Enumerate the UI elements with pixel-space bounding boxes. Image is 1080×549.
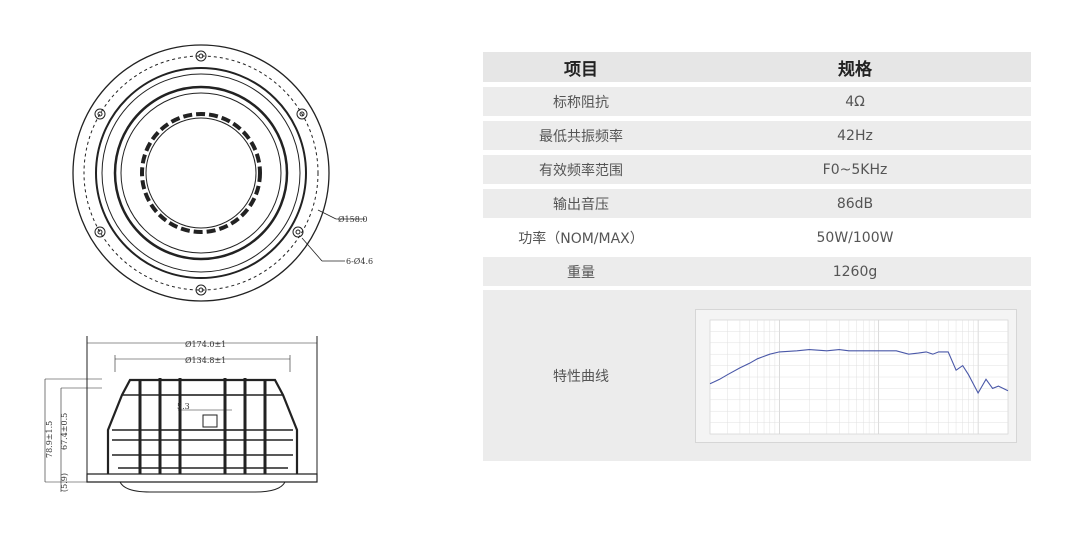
side-view <box>44 336 318 493</box>
outer-diameter-label: Ø158.0 <box>338 215 367 224</box>
spec-table: 项目 规格 标称阻抗 4Ω 最低共振频率 42Hz 有效频率范围 F0~5KHz… <box>483 52 1031 466</box>
dust-cap <box>145 117 257 229</box>
table-row: 标称阻抗 4Ω <box>483 87 1031 116</box>
row-value: 86dB <box>836 195 874 212</box>
curve-row: 特性曲线 <box>483 290 1031 461</box>
series-line-0 <box>709 348 1009 394</box>
row-value: 50W/100W <box>816 229 894 246</box>
row-item: 标称阻抗 <box>553 94 609 111</box>
row-item: 最低共振频率 <box>539 128 623 145</box>
table-row: 功率（NOM/MAX） 50W/100W <box>483 223 1031 252</box>
row-item: 功率（NOM/MAX） <box>518 230 644 247</box>
table-row: 有效频率范围 F0~5KHz <box>483 155 1031 184</box>
row-item: 重量 <box>567 264 595 281</box>
row-item: 输出音压 <box>553 196 609 213</box>
row-value: 4Ω <box>845 93 865 110</box>
row-value: F0~5KHz <box>822 161 888 178</box>
header-spec: 规格 <box>838 59 872 80</box>
bolt-circle <box>83 55 319 291</box>
frequency-response-chart <box>695 308 1017 443</box>
speaker-technical-drawing: Ø158.0 6-Ø4.6 Ø174.0±1 <box>0 0 470 549</box>
header-item: 项目 <box>564 59 598 80</box>
mount-holes <box>94 50 308 296</box>
inner-height-label: 67.4±0.5 <box>60 413 69 450</box>
curve-label: 特性曲线 <box>553 368 609 385</box>
cone-edge <box>113 85 289 261</box>
dust-cap-ring <box>140 112 262 234</box>
top-view <box>72 44 365 302</box>
cone-inner <box>120 92 282 254</box>
outer-frame-circle <box>72 44 330 302</box>
table-row: 输出音压 86dB <box>483 189 1031 218</box>
table-row: 最低共振频率 42Hz <box>483 121 1031 150</box>
table-row: 重量 1260g <box>483 257 1031 286</box>
row-value: 1260g <box>832 263 878 280</box>
small-dim-label: 5.3 <box>177 402 190 411</box>
row-item: 有效频率范围 <box>539 162 623 179</box>
curve-cell <box>679 308 1031 443</box>
overall-width-label: Ø174.0±1 <box>185 340 226 349</box>
row-value: 42Hz <box>837 127 873 144</box>
drawing-svg: Ø158.0 6-Ø4.6 Ø174.0±1 <box>44 44 373 493</box>
surround-mid <box>101 73 301 273</box>
hole-spec-label: 6-Ø4.6 <box>346 257 373 266</box>
table-header: 项目 规格 <box>483 52 1031 82</box>
base-height-label: (5.9) <box>60 473 69 492</box>
surround-outer <box>95 67 307 279</box>
chart-svg <box>709 319 1009 434</box>
inner-width-label: Ø134.8±1 <box>185 356 226 365</box>
height-label: 78.9±1.5 <box>45 421 54 458</box>
